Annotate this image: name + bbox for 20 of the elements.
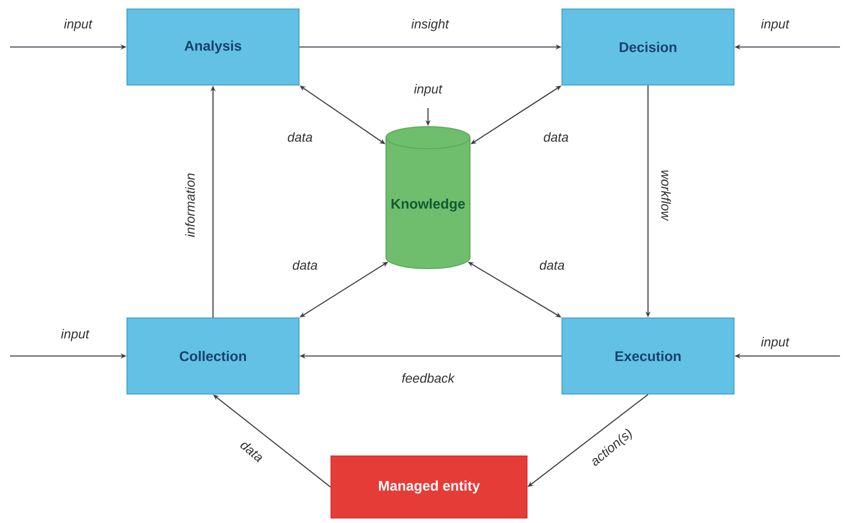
process-box: Collection <box>126 318 300 394</box>
edge-label: information <box>185 173 195 237</box>
entity-box: Managed entity <box>330 456 528 518</box>
edge-label: data <box>544 132 568 142</box>
process-box: Execution <box>562 318 734 394</box>
edge-label: input <box>64 18 93 32</box>
edge-label: data <box>240 442 262 462</box>
edge-label: data <box>540 260 564 270</box>
edge-label: feedback <box>402 373 455 383</box>
edge-label: data <box>292 260 318 270</box>
database-cylinder: Knowledge <box>386 126 470 270</box>
edge-label: input <box>61 328 90 342</box>
edge-label: input <box>414 84 443 96</box>
edge-label: data <box>288 132 312 142</box>
edge-label: input <box>761 18 790 32</box>
edge-label: insight <box>411 18 450 32</box>
process-box: Analysis <box>126 8 300 86</box>
edge-label: input <box>761 336 790 350</box>
process-box: Decision <box>562 8 734 86</box>
edge-label: workflow <box>661 170 671 221</box>
